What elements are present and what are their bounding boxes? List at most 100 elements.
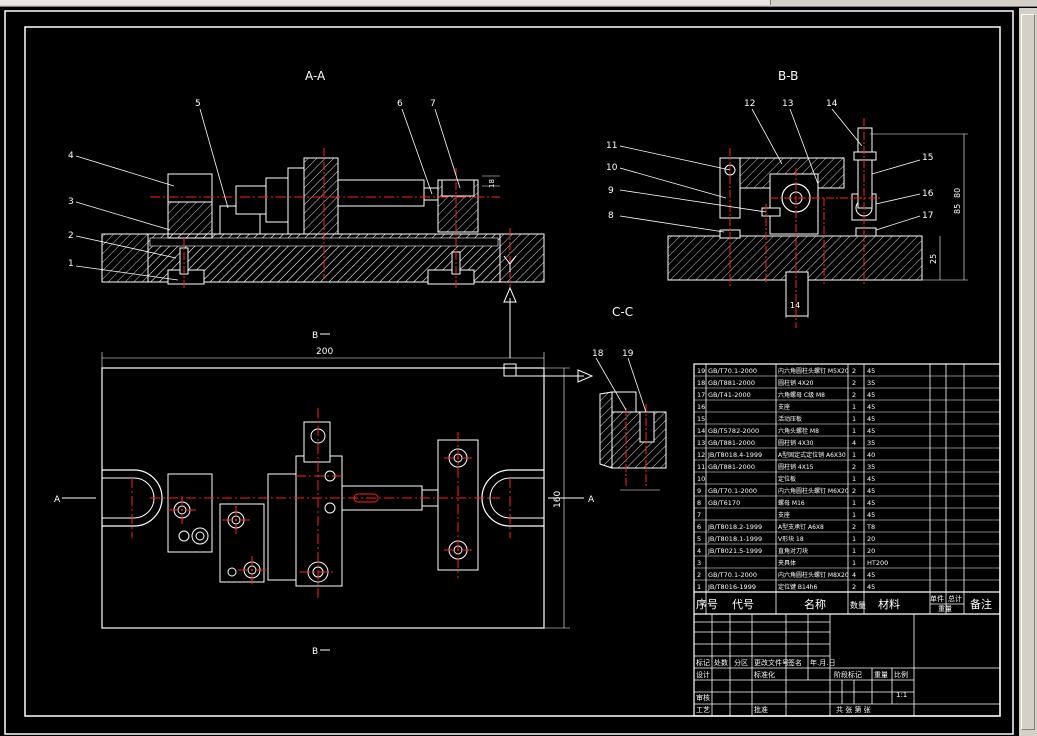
parts-cell-mat: 45 <box>867 571 875 579</box>
parts-cell-no: 12 <box>697 451 705 459</box>
balloon: 18 <box>592 349 604 359</box>
v-block <box>235 185 267 215</box>
canvas-background <box>0 8 1019 736</box>
parts-cell-no: 1 <box>697 583 701 591</box>
parts-cell-name: 直角对刀块 <box>778 547 808 555</box>
balloon: 16 <box>922 189 934 199</box>
section-a-right: A <box>588 495 595 505</box>
parts-cell-code: GB/T5782-2000 <box>708 427 759 435</box>
toolbar-segment[interactable] <box>0 0 111 5</box>
toolbar-segment[interactable] <box>640 0 771 5</box>
parts-cell-no: 15 <box>697 415 705 423</box>
balloon: 12 <box>744 99 755 109</box>
parts-cell-name: 活动压板 <box>778 415 802 423</box>
header-no: 序号 <box>696 597 718 611</box>
section-bb: B-B <box>606 69 968 328</box>
parts-cell-name: A型支承钉 A6X8 <box>778 523 824 531</box>
balloon: 15 <box>922 153 933 163</box>
x-axis-arrow <box>577 369 594 383</box>
tb-design: 设计 <box>696 670 710 679</box>
parts-cell-code: GB/T6170 <box>708 499 740 507</box>
balloon: 7 <box>430 99 436 109</box>
x-y-origin-marker <box>503 363 517 377</box>
toolbar-segment[interactable] <box>110 0 181 5</box>
setting-block <box>167 201 213 239</box>
parts-cell-no: 3 <box>697 559 701 567</box>
top-clamp-top <box>303 421 331 463</box>
parts-cell-mat: 40 <box>867 451 875 459</box>
collar <box>265 177 289 223</box>
balloon: 10 <box>606 163 618 173</box>
bb-centerlines <box>729 118 880 328</box>
parts-cell-mat: 45 <box>867 475 875 483</box>
parts-cell-mat: 45 <box>867 427 875 435</box>
balloons-aa: 1 2 3 4 5 6 7 <box>68 99 436 269</box>
cc-left <box>599 391 613 469</box>
parts-cell-code: GB/T41-2000 <box>708 391 751 399</box>
top-v-block <box>219 503 265 583</box>
balloon: 19 <box>622 349 634 359</box>
tb-process: 工艺 <box>696 706 710 714</box>
y-axis-arrow <box>503 286 517 303</box>
view-label-bb: B-B <box>778 69 798 83</box>
parts-cell-mat: 45 <box>867 415 875 423</box>
parts-cell-no: 7 <box>697 511 701 519</box>
header-weight: 重量 <box>938 605 952 613</box>
parts-cell-mat: T8 <box>866 523 875 531</box>
parts-cell-no: 16 <box>697 403 705 411</box>
drawing-canvas[interactable]: A-A <box>0 8 1019 736</box>
parts-cell-name: 夹具体 <box>778 559 796 567</box>
parts-cell-name: 内六角圆柱头螺钉 M8X20 <box>778 571 849 579</box>
parts-header: 序号 代号 名称 数量 材料 单件 总计 重量 备注 <box>696 594 992 613</box>
parts-cell-no: 11 <box>697 463 705 471</box>
parts-cell-no: 14 <box>697 427 705 435</box>
parts-cell-name: 圆柱销 4X30 <box>778 439 814 447</box>
balloon: 5 <box>195 99 201 109</box>
header-code: 代号 <box>732 598 754 611</box>
parts-cell-name: 螺母 M16 <box>778 499 805 507</box>
tb-sign: 签名 <box>788 658 802 667</box>
parts-cell-qty: 1 <box>852 427 856 435</box>
parts-cell-code: GB/T881-2000 <box>708 463 755 471</box>
balloon: 9 <box>608 186 614 196</box>
header-total: 总计 <box>948 594 962 603</box>
parts-cell-no: 2 <box>697 571 701 579</box>
scrollbar-thumb[interactable] <box>1021 14 1035 730</box>
parts-cell-qty: 2 <box>852 583 856 591</box>
leaders-bb <box>619 108 921 233</box>
parts-cell-code: GB/T881-2000 <box>708 439 755 447</box>
parts-cell-code: JB/T8016-1999 <box>707 583 756 591</box>
parts-cell-qty: 2 <box>852 367 856 375</box>
parts-cell-name: 圆柱销 4X15 <box>778 463 814 471</box>
balloon: 17 <box>922 211 933 221</box>
parts-cell-code: JB/T8021.5-1999 <box>707 547 762 555</box>
dim-14: 14 <box>790 301 800 310</box>
balloon: 1 <box>68 259 74 269</box>
parts-cell-no: 6 <box>697 523 701 531</box>
dim-160: 160 <box>553 491 563 508</box>
toolbar-segment[interactable] <box>510 0 641 5</box>
parts-cell-qty: 2 <box>852 391 856 399</box>
parts-cell-code: GB/T881-2000 <box>708 379 755 387</box>
parts-cell-name: 定位键 B14h6 <box>778 583 817 591</box>
parts-cell-code: GB/T70.1-2000 <box>708 571 757 579</box>
bb-key <box>785 271 809 317</box>
tb-standardize: 标准化 <box>754 670 775 679</box>
tb-change-doc: 更改文件号 <box>754 658 789 667</box>
parts-cell-qty: 1 <box>852 511 856 519</box>
parts-cell-code: JB/T8018.2-1999 <box>707 523 762 531</box>
parts-cell-mat: 20 <box>867 535 875 543</box>
toolbar-segment[interactable] <box>180 0 341 5</box>
toolbar-segment[interactable] <box>340 0 511 5</box>
leaders-aa <box>75 108 461 281</box>
parts-cell-mat: 35 <box>867 463 875 471</box>
parts-cell-name: 圆柱销 4X20 <box>778 379 814 387</box>
parts-cell-code: JB/T8018.1-1999 <box>707 535 762 543</box>
section-b-bottom: B <box>312 647 318 657</box>
parts-cell-mat: 45 <box>867 367 875 375</box>
section-aa: A-A <box>68 69 545 290</box>
tb-sheets: 共 张 第 张 <box>836 705 871 714</box>
vertical-scrollbar[interactable] <box>1019 8 1037 736</box>
tb-review: 审核 <box>696 693 710 702</box>
